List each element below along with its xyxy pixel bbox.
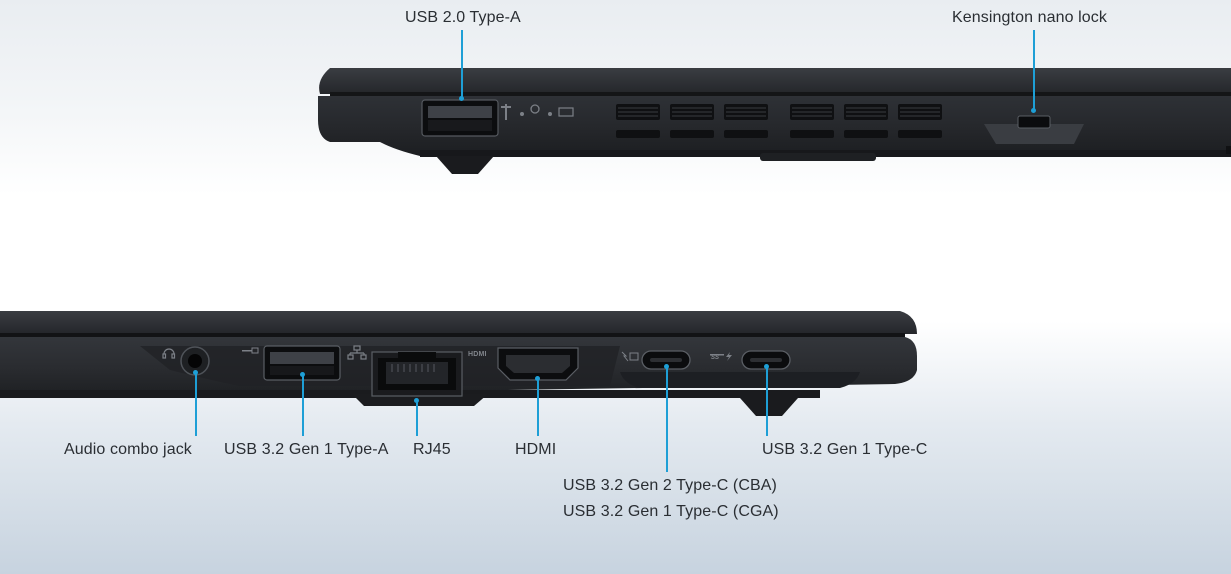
- leader-usb32a: [302, 374, 304, 436]
- leader-dot: [1031, 108, 1036, 113]
- leader-usb2: [461, 30, 463, 98]
- leader-dot: [414, 398, 419, 403]
- hdmi-logo-text: HDMI: [468, 351, 487, 358]
- leader-dot: [300, 372, 305, 377]
- leader-rj45: [416, 400, 418, 436]
- leader-dot: [664, 364, 669, 369]
- rj45-flap: [352, 394, 488, 406]
- label-usb32-gen1-type-c: USB 3.2 Gen 1 Type-C: [762, 441, 928, 458]
- leader-dot: [459, 96, 464, 101]
- top-laptop-lid: [319, 68, 1231, 94]
- ss-power-icon: [710, 352, 732, 361]
- leader-usbc-cba: [666, 366, 668, 472]
- leader-dot: [535, 376, 540, 381]
- network-icon: [347, 345, 367, 360]
- kensington-slot: [1017, 115, 1051, 129]
- leader-dot: [764, 364, 769, 369]
- label-audio-combo-jack: Audio combo jack: [64, 441, 192, 458]
- ss-logo-text: SS: [711, 355, 720, 361]
- top-laptop-foot: [436, 156, 494, 174]
- battery-led-icon: [558, 107, 574, 117]
- superspeed-icon: [242, 347, 259, 354]
- label-kensington-lock: Kensington nano lock: [952, 9, 1107, 26]
- label-hdmi: HDMI: [515, 441, 557, 458]
- leader-hdmi: [537, 378, 539, 436]
- leader-audio: [195, 372, 197, 436]
- label-rj45: RJ45: [413, 441, 451, 458]
- leader-dot: [193, 370, 198, 375]
- leader-usbc-gen1: [766, 366, 768, 436]
- thunderbolt-display-icon: [621, 351, 639, 362]
- bottom-laptop-lid: [0, 311, 917, 334]
- label-usb32-gen1-type-a: USB 3.2 Gen 1 Type-A: [224, 441, 389, 458]
- label-usb2-type-a: USB 2.0 Type-A: [405, 9, 521, 26]
- kensington-recess: [984, 124, 1084, 144]
- power-led-icon: [530, 104, 540, 114]
- bottom-laptop-foot: [740, 398, 798, 416]
- usb-symbol-icon: [501, 104, 511, 120]
- label-usb32-gen1-type-c-cga: USB 3.2 Gen 1 Type-C (CGA): [563, 503, 779, 520]
- headset-icon: [162, 348, 176, 359]
- label-usb32-gen2-type-c-cba: USB 3.2 Gen 2 Type-C (CBA): [563, 477, 777, 494]
- leader-kensington: [1033, 30, 1035, 110]
